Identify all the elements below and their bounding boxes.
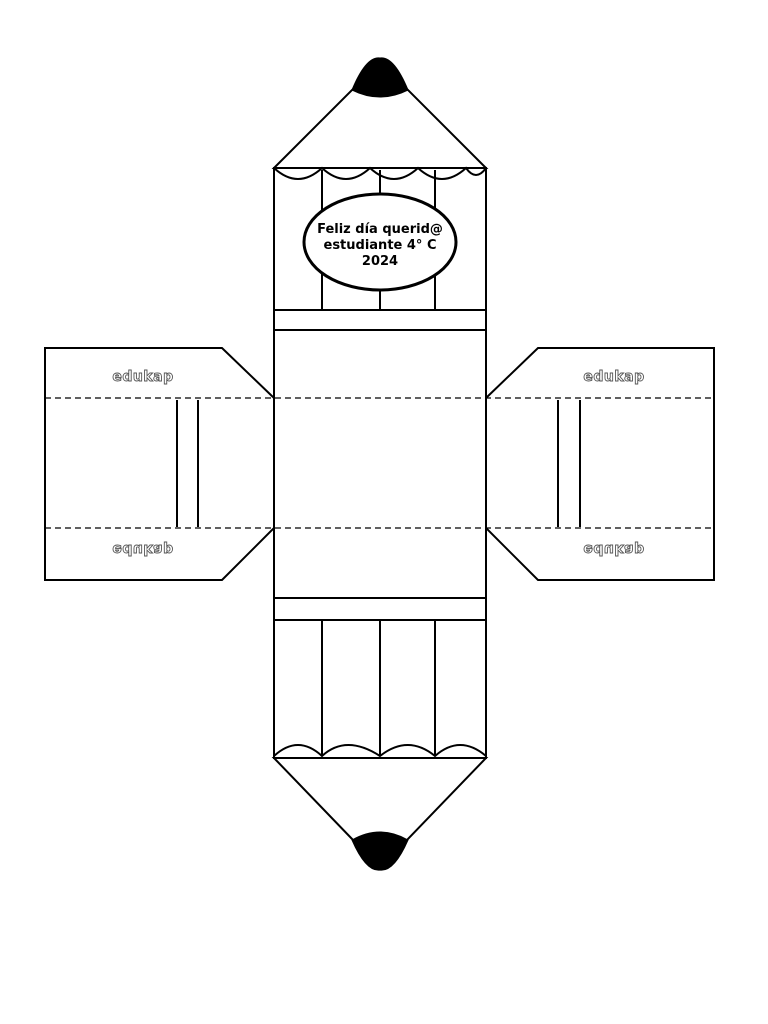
bottom-ferrule-band <box>273 597 487 621</box>
box-center-panel <box>273 329 487 599</box>
label-line-3: 2024 <box>361 254 399 269</box>
right-flap-brand-top: edukap <box>583 369 644 385</box>
label-line-2: estudiante 4° C <box>323 238 437 253</box>
label-text: Feliz día querid@ estudiante 4° C 2024 <box>304 222 456 270</box>
left-flap-brand-top: edukap <box>112 369 173 385</box>
bottom-pencil-lead-icon <box>351 831 409 871</box>
left-side-flap <box>44 347 275 581</box>
top-pencil-lead-icon <box>351 57 409 98</box>
top-pencil-scallops <box>273 166 487 180</box>
label-line-1: Feliz día querid@ <box>317 222 443 237</box>
bottom-pencil-cone <box>271 757 489 870</box>
left-flap-brand-bottom: edukap <box>112 541 173 557</box>
top-ferrule-band <box>273 309 487 331</box>
right-flap-brand-bottom: edukap <box>583 541 644 557</box>
label-oval <box>302 192 458 292</box>
